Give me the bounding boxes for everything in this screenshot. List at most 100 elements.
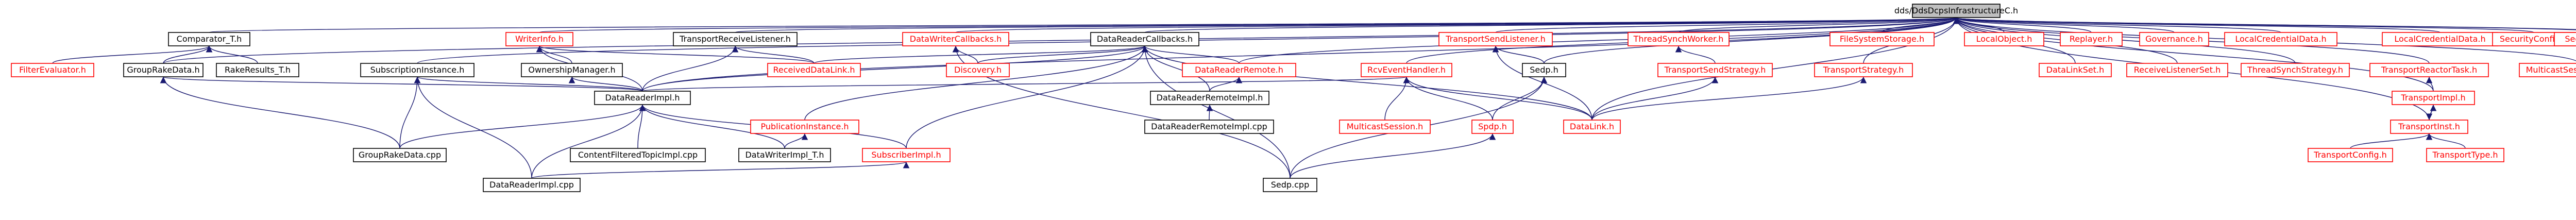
node-governance-h[interactable]: Governance.h [2139,32,2209,46]
node-threadsynchworker-h[interactable]: ThreadSynchWorker.h [1628,32,1730,46]
edge-root-to-drimpl [642,17,1959,92]
node-filesystemstorage-h[interactable]: FileSystemStorage.h [1829,32,1935,46]
edge-subinst-to-groupcpp [399,76,421,149]
node-box [1657,63,1773,77]
node-datareaderremoteimpl-cpp[interactable]: DataReaderRemoteImpl.cpp [1144,120,1274,134]
node-datawriterimpl-t-h[interactable]: DataWriterImpl_T.h [738,148,831,162]
node-localcredentialdata-h[interactable]: LocalCredentialData.h [2382,32,2498,46]
node-label: TransportSendListener.h [1445,34,1546,44]
edge-tinst-to-tconfig [2350,133,2433,149]
node-box [2390,120,2468,134]
node-box [1829,32,1935,46]
node-box [750,120,859,134]
node-box [2241,63,2350,77]
node-dds-ddsdcpsinfrastructurec-h: dds/DdsDcpsInfrastructureC.h [1894,4,2018,18]
node-rakeresults-t-h[interactable]: RakeResults_T.h [216,63,299,77]
node-label: Spdp.h [1478,122,1507,131]
node-label: LocalObject.h [1976,34,2032,44]
node-datawritercallbacks-h[interactable]: DataWriterCallbacks.h [902,32,1009,46]
node-filterevaluator-h[interactable]: FilterEvaluator.h [11,63,94,77]
node-receiveddatalink-h[interactable]: ReceivedDataLink.h [767,63,861,77]
edge-drimpl-to-cftimpl [637,104,646,149]
node-box [1964,32,2044,46]
node-box [1150,91,1269,105]
node-grouprakedata-h[interactable]: GroupRakeData.h [123,63,204,77]
node-datalinkset-h[interactable]: DataLinkSet.h [2039,63,2112,77]
node-discovery-h[interactable]: Discovery.h [946,63,1010,77]
node-box [1522,63,1566,77]
node-datareaderremoteimpl-h[interactable]: DataReaderRemoteImpl.h [1150,91,1269,105]
node-transportinst-h[interactable]: TransportInst.h [2390,120,2468,134]
edge-root-to-replayer [1953,17,2092,33]
node-transportstrategy-h[interactable]: TransportStrategy.h [1814,63,1913,77]
node-publicationinstance-h[interactable]: PublicationInstance.h [750,120,859,134]
node-transportsendlistener-h[interactable]: TransportSendListener.h [1438,32,1553,46]
node-transportreactortask-h[interactable]: TransportReactorTask.h [2369,63,2489,77]
node-label: LocalCredentialData.h [2235,34,2326,44]
node-transporttype-h[interactable]: TransportType.h [2426,148,2504,162]
node-replayer-h[interactable]: Replayer.h [2060,32,2123,46]
node-box [738,148,831,162]
edge-groupdata-to-groupcpp [160,76,400,149]
node-label: ContentFilteredTopicImpl.cpp [578,150,698,160]
node-label: FilterEvaluator.h [19,65,86,75]
node-securityplugininst-h[interactable]: SecurityPluginInst.h [2554,32,2576,46]
node-box [360,63,474,77]
edge-drcallbacks-to-drremoteimpl [1141,45,1210,92]
node-label: Discovery.h [954,65,1002,75]
node-localobject-h[interactable]: LocalObject.h [1964,32,2044,46]
node-box [2039,63,2112,77]
node-datareaderimpl-cpp[interactable]: DataReaderImpl.cpp [483,178,581,192]
node-label: TransportImpl.h [2400,93,2465,103]
node-box [2426,148,2504,162]
node-layer: dds/DdsDcpsInfrastructureC.hComparator_T… [11,4,2576,192]
node-datareaderremote-h[interactable]: DataReaderRemote.h [1182,63,1296,77]
node-ownershipmanager-h[interactable]: OwnershipManager.h [521,63,623,77]
edge-root-to-tsyncstrategy [1953,17,2296,64]
node-sedp-h[interactable]: Sedp.h [1522,63,1566,77]
edge-root-to-datalink [1591,17,1960,121]
node-spdp-h[interactable]: Spdp.h [1471,120,1514,134]
edge-comparator-to-filtereval [52,45,213,64]
node-sedp-cpp[interactable]: Sedp.cpp [1263,178,1317,192]
edge-drimpl-to-drimplcpp [531,104,646,179]
node-transportimpl-h[interactable]: TransportImpl.h [2392,91,2475,105]
node-box [1090,32,1199,46]
node-threadsynchstrategy-h[interactable]: ThreadSynchStrategy.h [2241,63,2350,77]
node-datalink-h[interactable]: DataLink.h [1563,120,1621,134]
node-localcredentialdata-h[interactable]: LocalCredentialData.h [2224,32,2337,46]
node-multicastsessionfactory-h[interactable]: MulticastSessionFactory.h [2519,63,2576,77]
edge-tinst-to-timpl [2426,104,2434,121]
node-transportsendstrategy-h[interactable]: TransportSendStrategy.h [1657,63,1773,77]
node-contentfilteredtopicimpl-cpp[interactable]: ContentFilteredTopicImpl.cpp [570,148,706,162]
node-datareadercallbacks-h[interactable]: DataReaderCallbacks.h [1090,32,1199,46]
node-rcveventhandler-h[interactable]: RcvEventHandler.h [1361,63,1452,77]
edge-tsyncworker-to-tsendstrategy [1675,45,1716,64]
node-label: TransportType.h [2432,150,2498,160]
node-label: GroupRakeData.cpp [359,150,441,160]
edge-drcallbacks-to-pubinst [804,45,1148,121]
edge-treactortask-to-timpl [2426,76,2434,92]
edge-root-to-transreclistener [735,17,1959,33]
node-grouprakedata-cpp[interactable]: GroupRakeData.cpp [353,148,447,162]
node-box [2519,63,2576,77]
node-comparator-t-h[interactable]: Comparator_T.h [168,32,250,46]
edge-pubinst-to-dwimpl [784,133,808,149]
node-subscriberimpl-h[interactable]: SubscriberImpl.h [862,148,951,162]
edge-drcallbacks-to-drimpl [642,45,1148,92]
edge-drcallbacks-to-discovery [977,45,1148,64]
edge-drremoteimpl-to-drremoteimplcpp [1206,104,1213,121]
node-transportconfig-h[interactable]: TransportConfig.h [2308,148,2393,162]
node-subscriptioninstance-h[interactable]: SubscriptionInstance.h [360,63,474,77]
node-label: PublicationInstance.h [760,122,849,131]
node-label: TransportConfig.h [2313,150,2387,160]
node-receivelistenerset-h[interactable]: ReceiveListenerSet.h [2126,63,2228,77]
node-label: ThreadSynchStrategy.h [2247,65,2343,75]
node-writerinfo-h[interactable]: WriterInfo.h [505,32,573,46]
node-box [1339,120,1431,134]
node-datareaderimpl-h[interactable]: DataReaderImpl.h [594,91,691,105]
node-transportreceivelistener-h[interactable]: TransportReceiveListener.h [673,32,798,46]
node-multicastsession-h[interactable]: MulticastSession.h [1339,120,1431,134]
edge-root-to-timpl [1953,17,2434,92]
